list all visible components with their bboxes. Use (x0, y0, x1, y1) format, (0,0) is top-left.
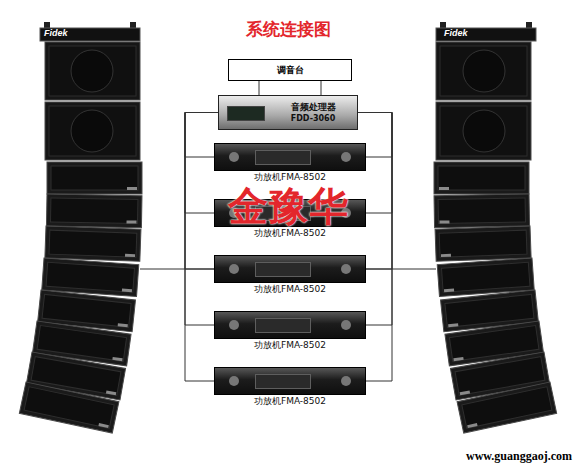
amplifier: 功放机FMA-8502 (214, 143, 366, 183)
amplifier: 功放机FMA-8502 (214, 255, 366, 295)
watermark-url: www.guanggaoj.com (432, 450, 572, 463)
signal-cable (366, 269, 436, 270)
amplifier-body (214, 143, 366, 171)
amplifier-panel (255, 374, 311, 389)
amplifier-body (214, 255, 366, 283)
brand-logo: Fidek (44, 28, 68, 39)
diagram-title: 系统连接图 (0, 18, 576, 41)
right-line-array (434, 22, 557, 433)
amplifier-label: 功放机FMA-8502 (214, 284, 366, 295)
amplifier-panel (255, 262, 311, 277)
signal-cable (259, 81, 321, 95)
signal-cable (185, 113, 392, 382)
amplifier-knob (341, 320, 351, 330)
brand-logo: Fidek (444, 28, 468, 39)
processor-display (227, 106, 265, 121)
processor-unit: 音频处理器FDD-3060 (218, 95, 358, 130)
processor-name: 音频处理器 (291, 102, 336, 113)
processor-model: FDD-3060 (291, 113, 335, 124)
amplifier-body (214, 311, 366, 339)
amplifier-panel (255, 318, 311, 333)
amplifier-panel (255, 150, 311, 165)
amplifier-knob (341, 264, 351, 274)
mixer-box: 调音台 (228, 59, 352, 81)
amplifier-knob (229, 152, 239, 162)
line-array-speaker: Fidek (12, 27, 140, 437)
amplifier-label: 功放机FMA-8502 (214, 228, 366, 239)
amplifier-knob (229, 264, 239, 274)
amplifier: 功放机FMA-8502 (214, 311, 366, 351)
watermark: 金豫华 (0, 184, 576, 228)
signal-cable (140, 269, 214, 270)
amplifier-label: 功放机FMA-8502 (214, 172, 366, 183)
amplifier: 功放机FMA-8502 (214, 367, 366, 407)
amplifier-knob (341, 376, 351, 386)
mixer-label: 调音台 (277, 64, 304, 77)
amplifier-knob (229, 376, 239, 386)
amplifier-knob (229, 320, 239, 330)
amplifier-body (214, 367, 366, 395)
amplifier-knob (341, 152, 351, 162)
line-array-speaker: Fidek (436, 27, 564, 437)
amplifier-label: 功放机FMA-8502 (214, 396, 366, 407)
amplifier-label: 功放机FMA-8502 (214, 340, 366, 351)
left-line-array (19, 22, 142, 433)
